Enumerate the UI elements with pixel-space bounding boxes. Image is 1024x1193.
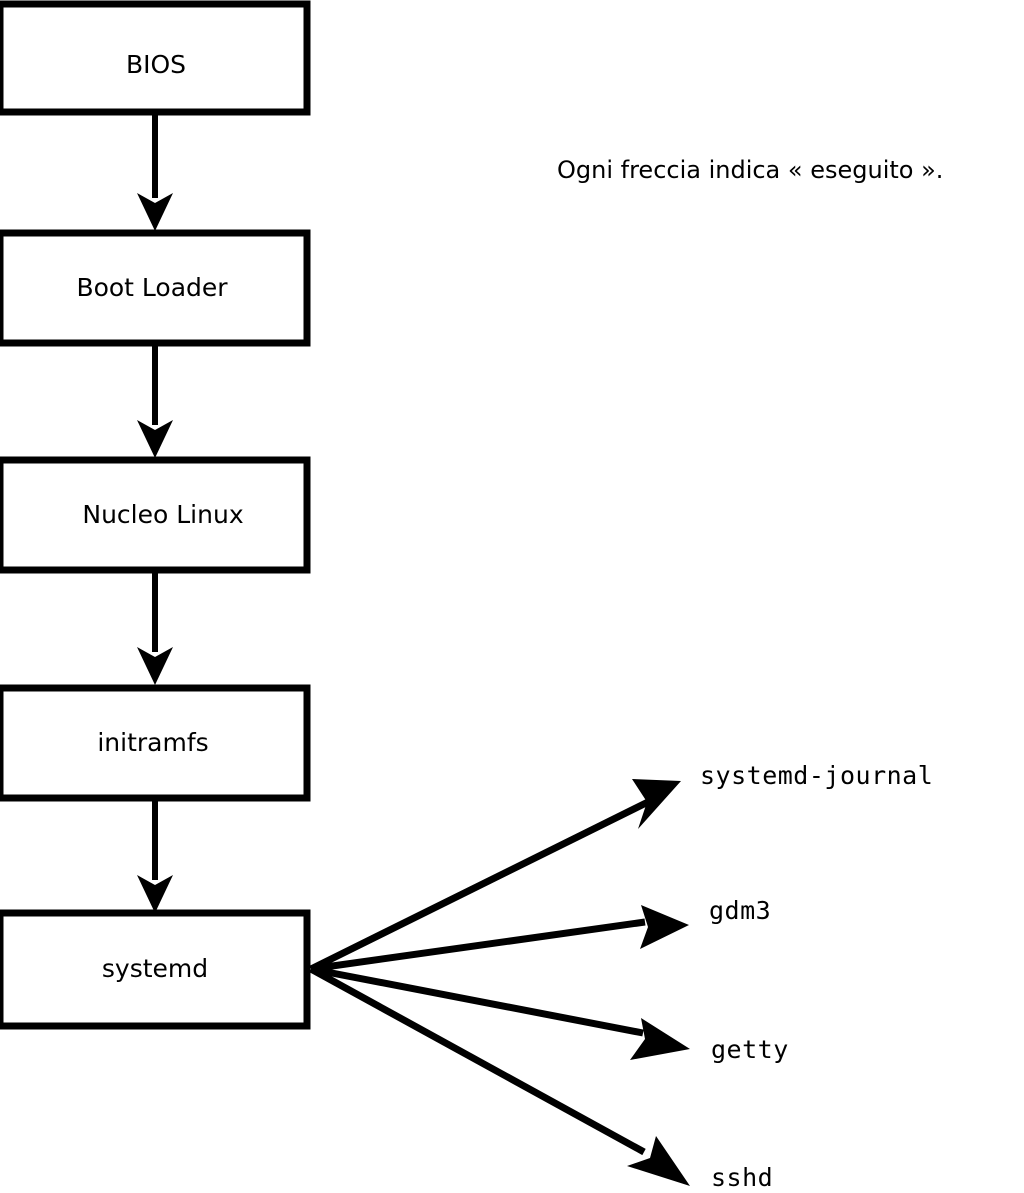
stage-label-bios: BIOS — [126, 50, 186, 79]
arrow-head-down-icon — [137, 420, 173, 458]
flow-arrow-boot-loader-to-nucleo-linux — [137, 343, 173, 458]
stage-label-initramfs: initramfs — [97, 728, 208, 757]
stage-node-bios[interactable]: BIOS — [0, 0, 311, 116]
arrow-head-down-icon — [137, 875, 173, 913]
stage-node-systemd[interactable]: systemd — [0, 909, 311, 1030]
diagram-caption: Ogni freccia indica « eseguito ». — [557, 156, 943, 184]
stage-node-boot-loader[interactable]: Boot Loader — [0, 229, 311, 347]
service-label-systemd-journal: systemd-journal — [700, 761, 933, 790]
flow-arrow-systemd-to-getty — [310, 965, 690, 1060]
arrow-head-downright-icon — [627, 1136, 690, 1186]
arrow-head-down-icon — [137, 647, 173, 685]
flow-arrow-bios-to-boot-loader — [137, 112, 173, 231]
flow-arrow-initramfs-to-systemd — [137, 798, 173, 913]
arrow-head-upright-icon — [632, 779, 681, 829]
service-label-getty: getty — [711, 1035, 789, 1064]
arrow-head-right-icon — [640, 905, 689, 949]
flow-arrow-systemd-to-sshd — [309, 965, 690, 1186]
stage-node-initramfs[interactable]: initramfs — [0, 684, 311, 802]
stage-label-boot-loader: Boot Loader — [76, 273, 228, 302]
flow-arrow-systemd-to-gdm3 — [310, 905, 689, 973]
service-label-sshd: sshd — [711, 1163, 773, 1192]
stage-label-nucleo-linux: Nucleo Linux — [82, 500, 243, 529]
flow-arrow-nucleo-linux-to-initramfs — [137, 570, 173, 685]
flow-arrow-systemd-to-systemd-journal — [309, 779, 681, 973]
stage-node-nucleo-linux[interactable]: Nucleo Linux — [0, 456, 311, 574]
stage-label-systemd: systemd — [102, 954, 208, 983]
arrow-head-down-icon — [137, 193, 173, 231]
stage-box-rect — [0, 684, 311, 802]
stage-box-rect — [0, 0, 311, 116]
arrow-head-right-icon — [630, 1018, 690, 1060]
service-label-gdm3: gdm3 — [709, 896, 771, 925]
stage-box-rect — [0, 909, 311, 1030]
